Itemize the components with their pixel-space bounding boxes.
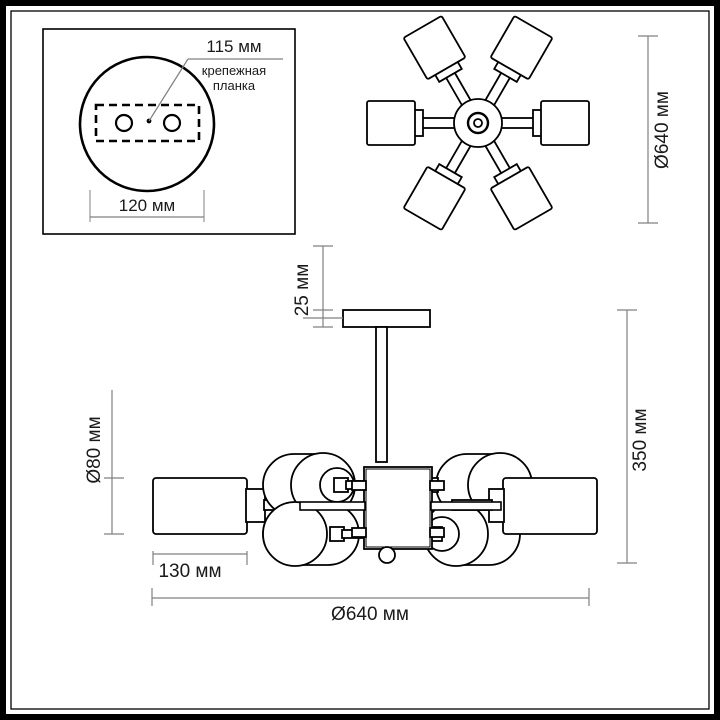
elevation-shade-body-left-far bbox=[152, 477, 248, 535]
dim-shade-length-label: 130 мм bbox=[158, 561, 221, 582]
dim-total-height: 350 мм bbox=[617, 309, 651, 564]
dim-total-height-label: 350 мм bbox=[630, 408, 651, 471]
plan-shade-upper-right bbox=[490, 15, 553, 80]
elevation-shade-rim-left-lower bbox=[262, 501, 328, 567]
dim-elevation-overall-diameter-label: Ø640 мм bbox=[331, 604, 409, 625]
dim-plan-overall-diameter: Ø640 мм bbox=[638, 35, 673, 224]
elevation-shade-left-upper bbox=[262, 452, 381, 518]
dim-canopy-thickness-label: 25 мм bbox=[292, 264, 313, 317]
dim-shade-diameter: Ø80 мм bbox=[84, 390, 124, 535]
elevation-collar-left-far bbox=[245, 488, 266, 523]
dim-canopy-diameter-label: 120 мм bbox=[119, 196, 175, 215]
elevation-shade-body-right-far bbox=[502, 477, 598, 535]
leader-line bbox=[148, 58, 189, 122]
elevation-hub-stub-right-lower bbox=[429, 527, 445, 538]
plan-view-group bbox=[366, 15, 590, 231]
plan-shade-lower-left bbox=[403, 166, 466, 231]
dim-shade-length: 130 мм bbox=[152, 551, 248, 582]
canopy-circle bbox=[78, 55, 216, 193]
plan-arm-right bbox=[486, 100, 590, 146]
dim-plan-overall-diameter-label: Ø640 мм bbox=[652, 91, 673, 169]
plan-shade-upper-left bbox=[403, 15, 466, 80]
inner-border-thin bbox=[10, 10, 710, 710]
elevation-mid-rod-left bbox=[299, 501, 366, 511]
plan-arm-left bbox=[366, 100, 470, 146]
elevation-hub-stub-left-lower bbox=[351, 527, 367, 538]
elevation-canopy-plate bbox=[342, 309, 431, 328]
elevation-view-group bbox=[152, 309, 598, 567]
elevation-shade-left-lower bbox=[262, 501, 381, 567]
plan-arm-upper-right bbox=[476, 15, 553, 119]
dim-plate-length-label: 115 мм bbox=[206, 37, 261, 56]
elevation-mid-rod-right bbox=[430, 501, 502, 511]
dim-shade-diameter-label: Ø80 мм bbox=[84, 416, 105, 483]
mounting-hole-left bbox=[114, 113, 134, 133]
elevation-hub-stub-left-upper bbox=[351, 480, 367, 491]
callout-label-line2: планка bbox=[213, 78, 256, 93]
plan-shade-lower-right bbox=[490, 166, 553, 231]
plan-shade-right bbox=[540, 100, 590, 146]
elevation-down-rod bbox=[375, 326, 388, 463]
elevation-hub-block-inner bbox=[365, 468, 431, 548]
plan-arm-upper-left bbox=[403, 15, 480, 119]
mounting-hole-right bbox=[162, 113, 182, 133]
mounting-plate-detail-view: 115 мм крепежная планка 120 мм bbox=[42, 28, 296, 235]
elevation-hub-block bbox=[363, 466, 433, 550]
callout-label-line1: крепежная bbox=[202, 63, 266, 78]
elevation-hub-finial bbox=[378, 546, 396, 564]
dim-elevation-overall-diameter: Ø640 мм bbox=[151, 588, 590, 625]
plan-shade-left bbox=[366, 100, 416, 146]
plan-hub-center bbox=[473, 118, 483, 128]
dim-canopy-thickness: 25 мм bbox=[292, 245, 343, 328]
elevation-hub-stub-right-upper bbox=[429, 480, 445, 491]
mounting-plate-dashed-rect bbox=[94, 103, 201, 143]
